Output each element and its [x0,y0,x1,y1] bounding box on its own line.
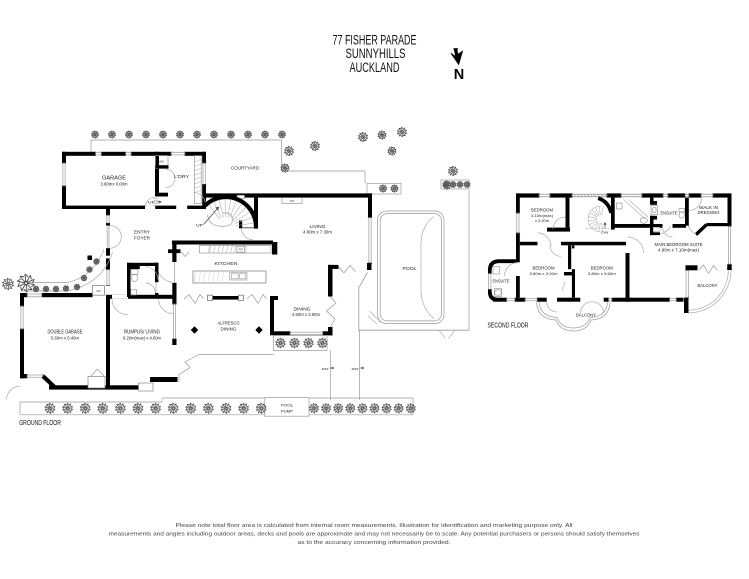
svg-text:as to the accuracy concerning: as to the accuracy concerning informatio… [298,540,452,546]
svg-text:BEDROOM: BEDROOM [531,208,553,213]
svg-text:AUCKLAND: AUCKLAND [350,60,400,75]
svg-text:FOYER: FOYER [134,236,151,241]
svg-text:SECOND FLOOR: SECOND FLOOR [488,323,529,330]
svg-text:LIVING: LIVING [310,224,326,229]
svg-text:N: N [454,67,464,83]
svg-text:DN: DN [601,231,608,235]
svg-text:L'DRY: L'DRY [174,174,189,179]
svg-text:4.50m x 3.60m: 4.50m x 3.60m [292,312,321,317]
svg-text:PUMP: PUMP [281,408,293,413]
svg-text:ALFRESCO: ALFRESCO [218,320,240,325]
svg-text:UP: UP [196,224,203,228]
svg-text:4.80m x 7.30m: 4.80m x 7.30m [303,230,333,235]
svg-text:3.80m x 3.00m: 3.80m x 3.00m [530,271,559,276]
svg-text:DOUBLE GARAGE: DOUBLE GARAGE [48,330,84,336]
svg-text:DN: DN [322,367,329,371]
svg-text:Please note total floor area i: Please note total floor area is calculat… [176,523,573,529]
svg-text:F/P: F/P [239,248,243,252]
svg-text:RUMPUS/ LIVING: RUMPUS/ LIVING [124,330,160,336]
svg-text:GARAGE: GARAGE [102,176,127,182]
svg-text:MAIN BEDROOM SUITE: MAIN BEDROOM SUITE [655,242,703,247]
svg-text:3.10m(max): 3.10m(max) [531,213,554,218]
svg-text:WALK IN: WALK IN [699,205,718,210]
svg-text:measurements and angles includ: measurements and angles including outdoo… [109,532,640,538]
svg-text:DINING: DINING [221,326,237,331]
svg-text:DN: DN [96,289,100,293]
svg-text:W/C: W/C [159,160,164,164]
svg-text:POOL: POOL [403,266,417,271]
svg-text:4.90m x 7.10m(max): 4.90m x 7.10m(max) [658,248,700,253]
svg-text:UP: UP [148,201,155,205]
svg-text:DRESSING: DRESSING [698,210,721,215]
svg-text:ENTRY: ENTRY [134,230,150,235]
svg-text:5.60m x 5.40m: 5.60m x 5.40m [51,335,80,340]
svg-text:6.20m(max) x 4.00m: 6.20m(max) x 4.00m [123,335,161,340]
svg-text:GROUND FLOOR: GROUND FLOOR [19,420,61,427]
svg-text:ENSUITE: ENSUITE [493,279,510,284]
svg-text:BEDROOM: BEDROOM [533,265,555,270]
svg-text:BALCONY: BALCONY [576,313,596,318]
svg-text:POOL: POOL [281,402,294,407]
svg-text:3.60mx 6.00m: 3.60mx 6.00m [101,182,129,187]
svg-text:DN: DN [352,367,359,371]
svg-text:ENSUITE: ENSUITE [661,210,678,215]
svg-text:3.80m x 3.60m: 3.80m x 3.60m [588,271,617,276]
svg-text:COURTYARD: COURTYARD [231,166,260,171]
svg-text:x 3.20m: x 3.20m [535,218,550,223]
svg-text:DINING: DINING [294,307,311,312]
svg-text:KITCHEN: KITCHEN [215,261,239,267]
svg-text:BALCONY: BALCONY [698,283,718,288]
svg-text:SUNNYHILLS: SUNNYHILLS [346,46,406,61]
svg-text:77 FISHER PARADE: 77 FISHER PARADE [333,33,417,48]
svg-text:BEDROOM: BEDROOM [591,265,613,270]
svg-text:F/P: F/P [290,199,295,203]
